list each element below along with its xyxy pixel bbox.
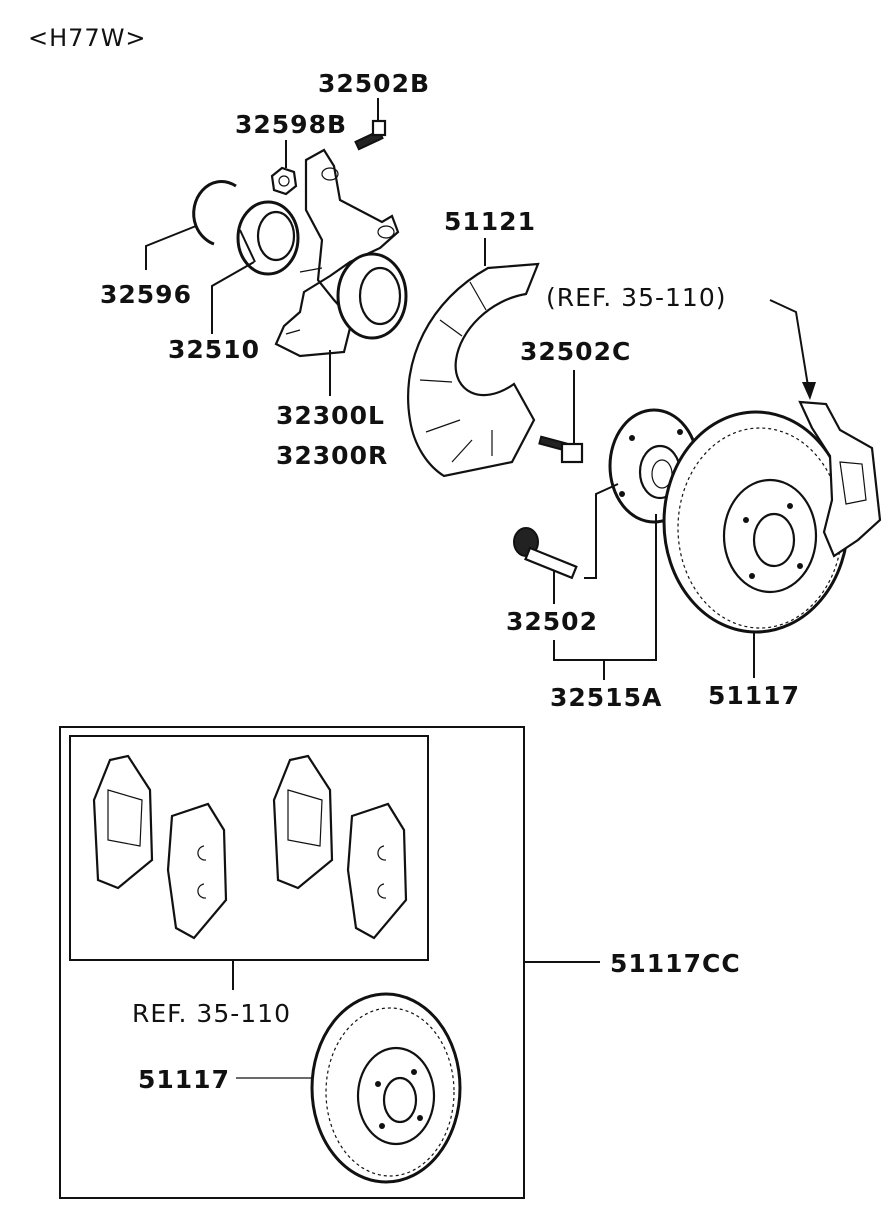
- label-51121: 51121: [444, 207, 536, 236]
- model-code: <H77W>: [28, 24, 147, 52]
- label-32300l: 32300L: [276, 401, 385, 430]
- label-32502: 32502: [506, 607, 598, 636]
- label-51117-upper: 51117: [708, 681, 800, 710]
- nut-32598b: [270, 166, 298, 196]
- hub-bolt-32502: [513, 527, 578, 580]
- caliper-upper: [798, 400, 882, 558]
- bolt-32502b: [354, 119, 387, 151]
- label-32515a: 32515A: [550, 683, 662, 712]
- pad-set-frame: [69, 735, 429, 961]
- brake-pad-3: [272, 754, 334, 890]
- dust-shield-51121: [407, 262, 540, 478]
- label-32502b: 32502B: [318, 69, 430, 98]
- label-32502c: 32502C: [520, 337, 631, 366]
- bolt-32502c: [538, 435, 584, 464]
- bearing-32510: [236, 200, 300, 276]
- brake-pad-2: [166, 802, 228, 940]
- label-ref-lower: REF. 35-110: [132, 999, 291, 1028]
- steering-knuckle-32300: [274, 148, 408, 358]
- label-32596: 32596: [100, 280, 192, 309]
- rotor-lower-51117: [310, 992, 462, 1184]
- label-32300r: 32300R: [276, 441, 388, 470]
- label-ref-upper: (REF. 35-110): [546, 283, 726, 312]
- rotor-upper-51117: [662, 410, 850, 634]
- label-51117cc: 51117CC: [610, 949, 741, 978]
- label-32598b: 32598B: [235, 110, 347, 139]
- label-51117-lower: 51117: [138, 1065, 230, 1094]
- label-32510: 32510: [168, 335, 260, 364]
- snap-ring-32596: [192, 180, 237, 246]
- brake-pad-4: [346, 802, 408, 940]
- brake-pad-1: [92, 754, 154, 890]
